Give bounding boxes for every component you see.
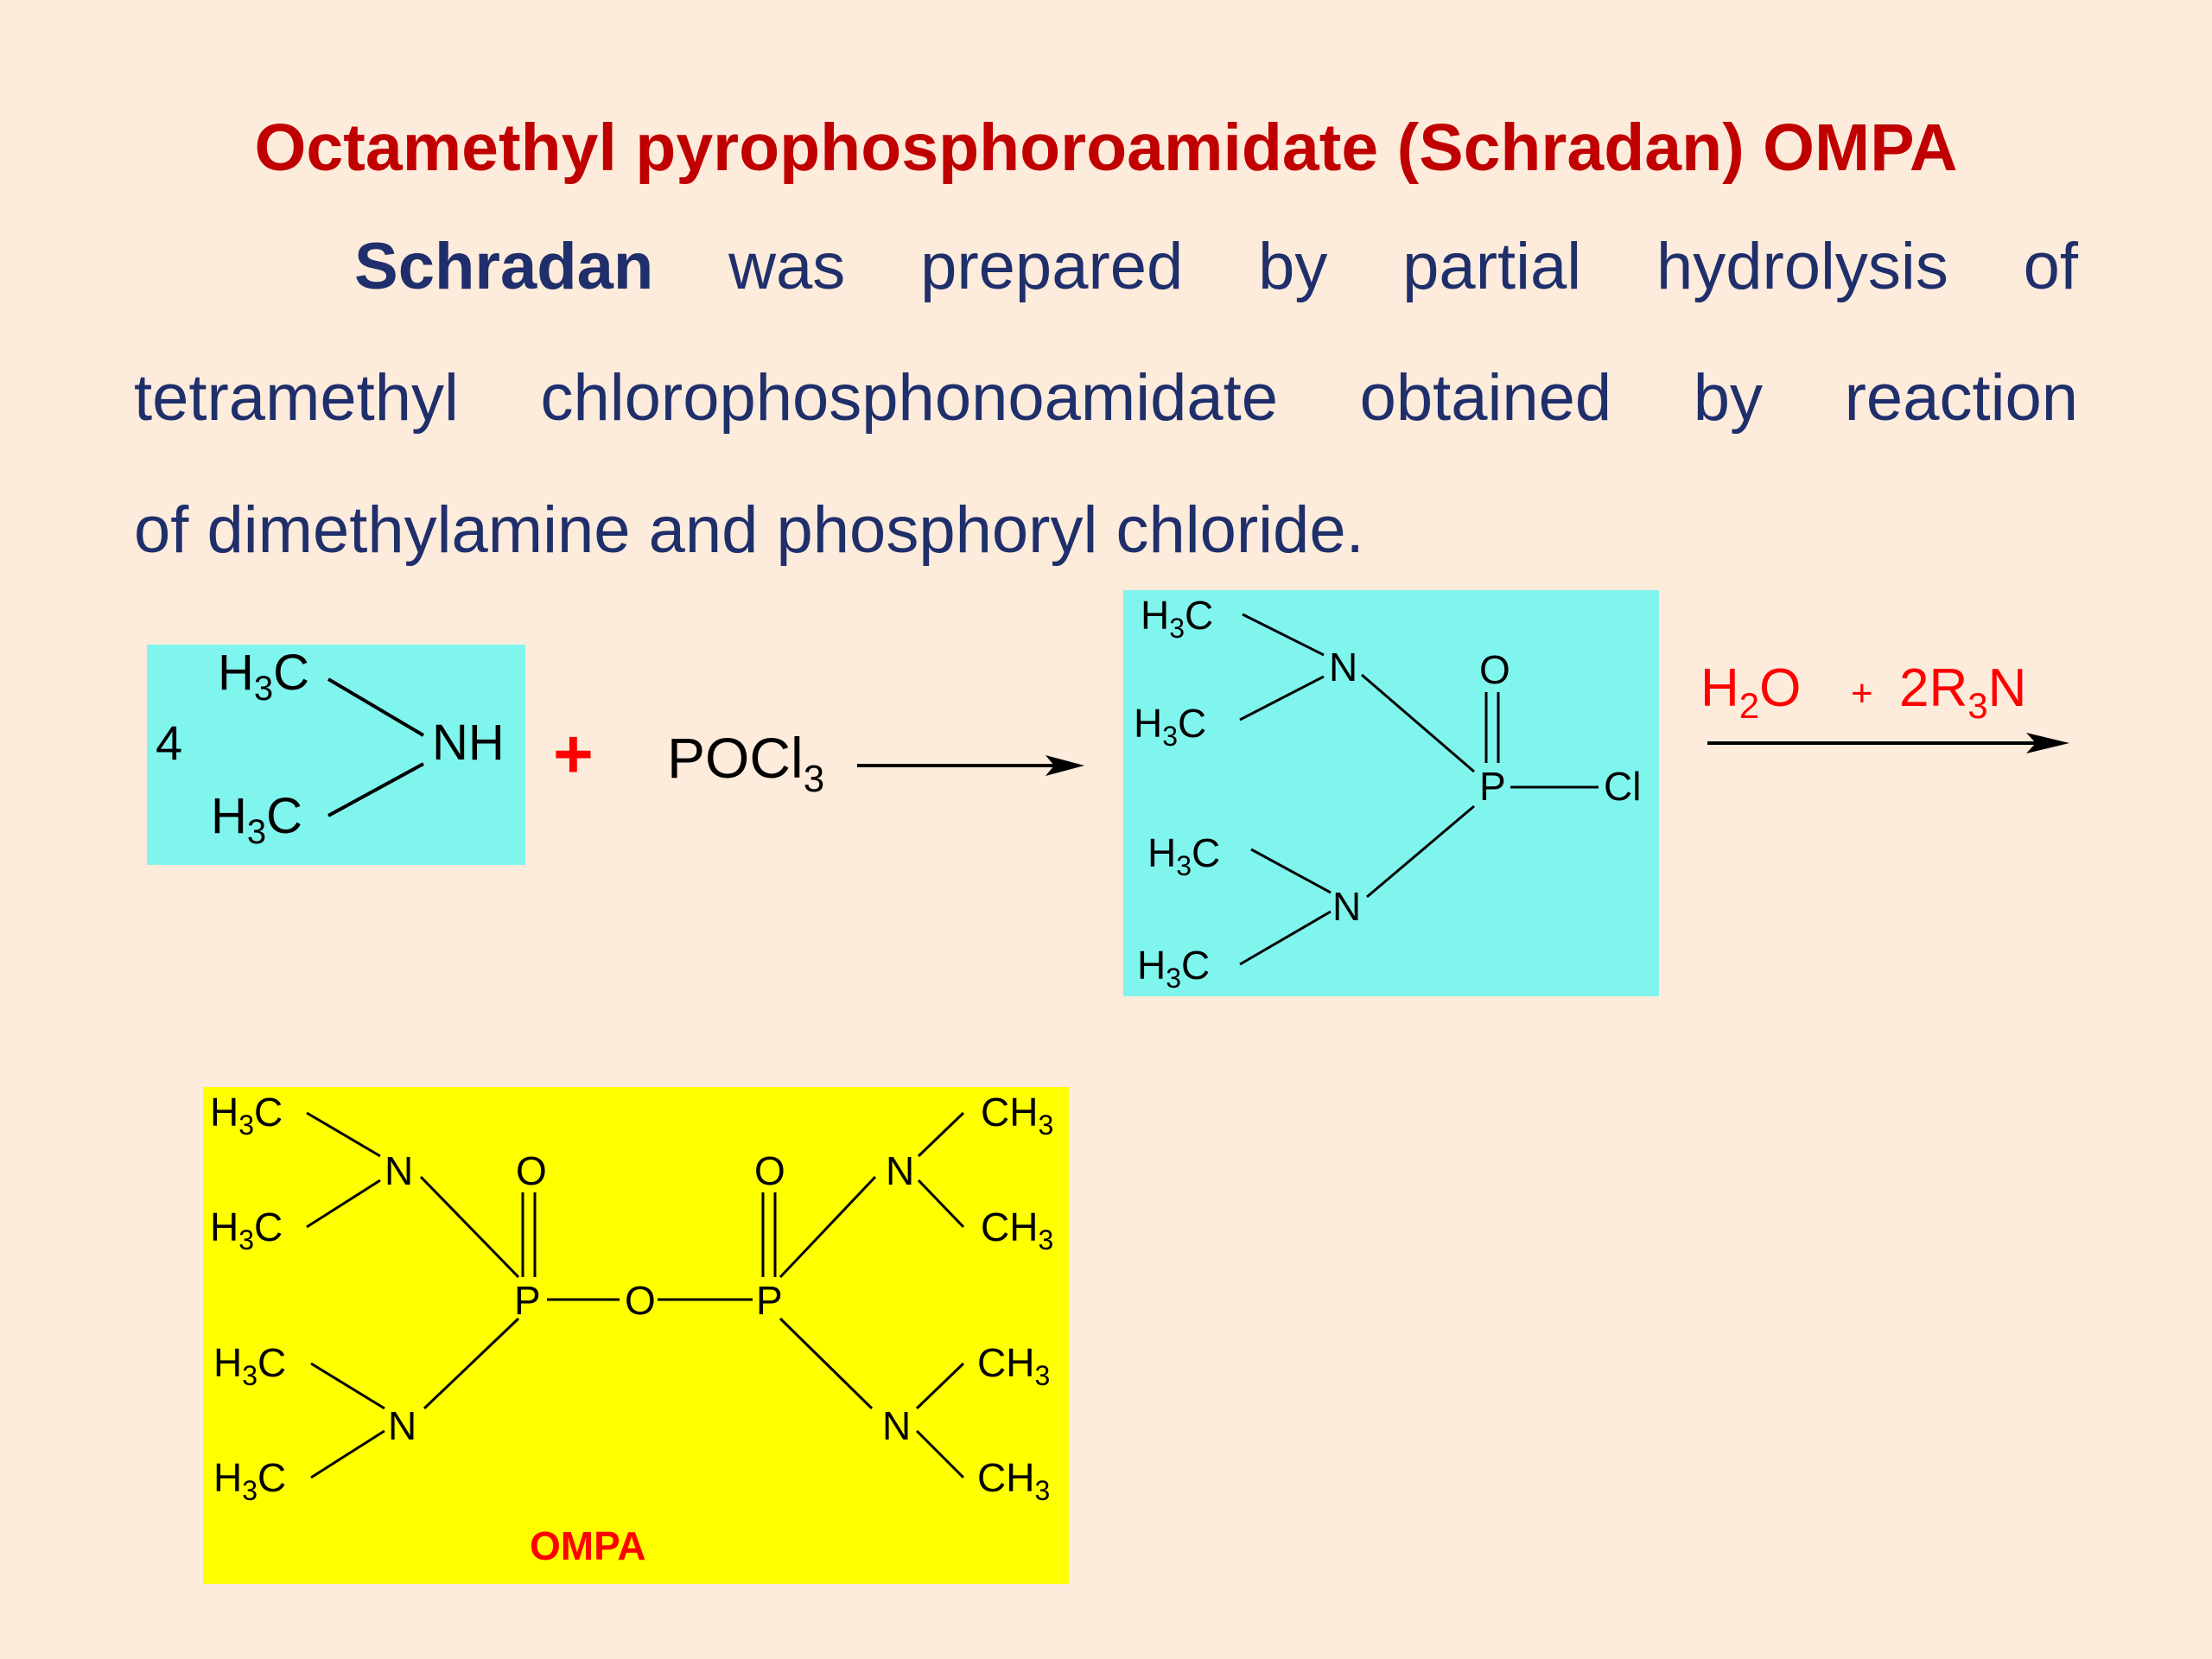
phosphorus: P — [1479, 764, 1506, 809]
nh-group: NH — [432, 715, 505, 771]
reagent-plus: + — [1851, 672, 1873, 715]
ompa-methyl-6: CH3 — [981, 1205, 1053, 1255]
ompa-product-box: H3C H3C H3C H3C CH3 CH3 CH3 CH3 N N N N … — [203, 1087, 1069, 1584]
paragraph-line-2: tetramethyl chlorophosphonoamidate obtai… — [134, 361, 2078, 435]
ompa-oxygen-2: O — [754, 1148, 785, 1193]
plus-sign: + — [553, 715, 594, 792]
ompa-methyl-3: H3C — [213, 1340, 286, 1391]
pocl3-reactant: + POCl3 — [553, 715, 824, 800]
bond-lower — [327, 762, 424, 817]
reagent-h2o: H2O — [1700, 658, 1801, 726]
slide-title: Octamethyl pyrophosphoroamidate (Schrada… — [254, 111, 1958, 185]
hydrolysis-step: H2O + 2R3N — [1700, 658, 2069, 753]
ompa-methyl-5: CH3 — [981, 1090, 1053, 1141]
methyl-bottom: H3C — [211, 788, 302, 851]
oxygen-double: O — [1479, 647, 1510, 692]
coefficient-4: 4 — [156, 715, 182, 770]
ompa-nitrogen-1: N — [385, 1148, 413, 1193]
schradan-bold: Schradan — [354, 230, 654, 303]
paragraph-line-3: of dimethylamine and phosphoryl chloride… — [134, 493, 1364, 567]
methyl-top: H3C — [218, 645, 309, 708]
reagent-amine: 2R3N — [1899, 658, 2026, 726]
methyl-2: H3C — [1134, 701, 1206, 752]
nitrogen-top: N — [1329, 645, 1357, 690]
ompa-methyl-7: CH3 — [977, 1340, 1050, 1391]
ompa-methyl-8: CH3 — [977, 1455, 1050, 1506]
ompa-methyl-2: H3C — [210, 1205, 283, 1255]
ompa-nitrogen-3: N — [886, 1148, 914, 1193]
nitrogen-bottom: N — [1332, 884, 1361, 929]
methyl-3: H3C — [1147, 830, 1220, 881]
ompa-bridging-oxygen: O — [625, 1278, 656, 1323]
methyl-4: H3C — [1137, 943, 1210, 994]
reaction-arrow-1 — [857, 755, 1084, 776]
ompa-methyl-1: H3C — [210, 1090, 283, 1141]
methyl-1: H3C — [1141, 593, 1213, 644]
ompa-label: OMPA — [530, 1523, 646, 1568]
intermediate-box: H3C H3C H3C H3C N N O P Cl — [1123, 590, 1659, 996]
ompa-phosphorus-2: P — [756, 1278, 783, 1323]
dimethylamine-box: 4 H3C H3C NH — [147, 645, 525, 865]
paragraph-line-1-rest: was prepared by partial hydrolysis of — [728, 230, 2078, 303]
reaction-arrow-2-head — [2026, 733, 2069, 753]
intermediate-structure: H3C H3C H3C H3C N N O P Cl — [1134, 593, 1641, 994]
ompa-nitrogen-2: N — [388, 1403, 416, 1448]
dimethylamine-structure: 4 H3C H3C NH — [156, 645, 505, 851]
ompa-nitrogen-4: N — [882, 1403, 911, 1448]
paragraph-line-1: Schradan was prepared by partial hydroly… — [134, 227, 2078, 306]
bond-upper — [327, 677, 425, 737]
ompa-oxygen-1: O — [516, 1148, 547, 1193]
pocl3-formula: POCl3 — [667, 726, 824, 800]
ompa-structure: H3C H3C H3C H3C CH3 CH3 CH3 CH3 N N N N … — [210, 1090, 1053, 1568]
ompa-phosphorus-1: P — [514, 1278, 541, 1323]
chlorine: Cl — [1604, 764, 1641, 809]
ompa-methyl-4: H3C — [213, 1455, 286, 1506]
